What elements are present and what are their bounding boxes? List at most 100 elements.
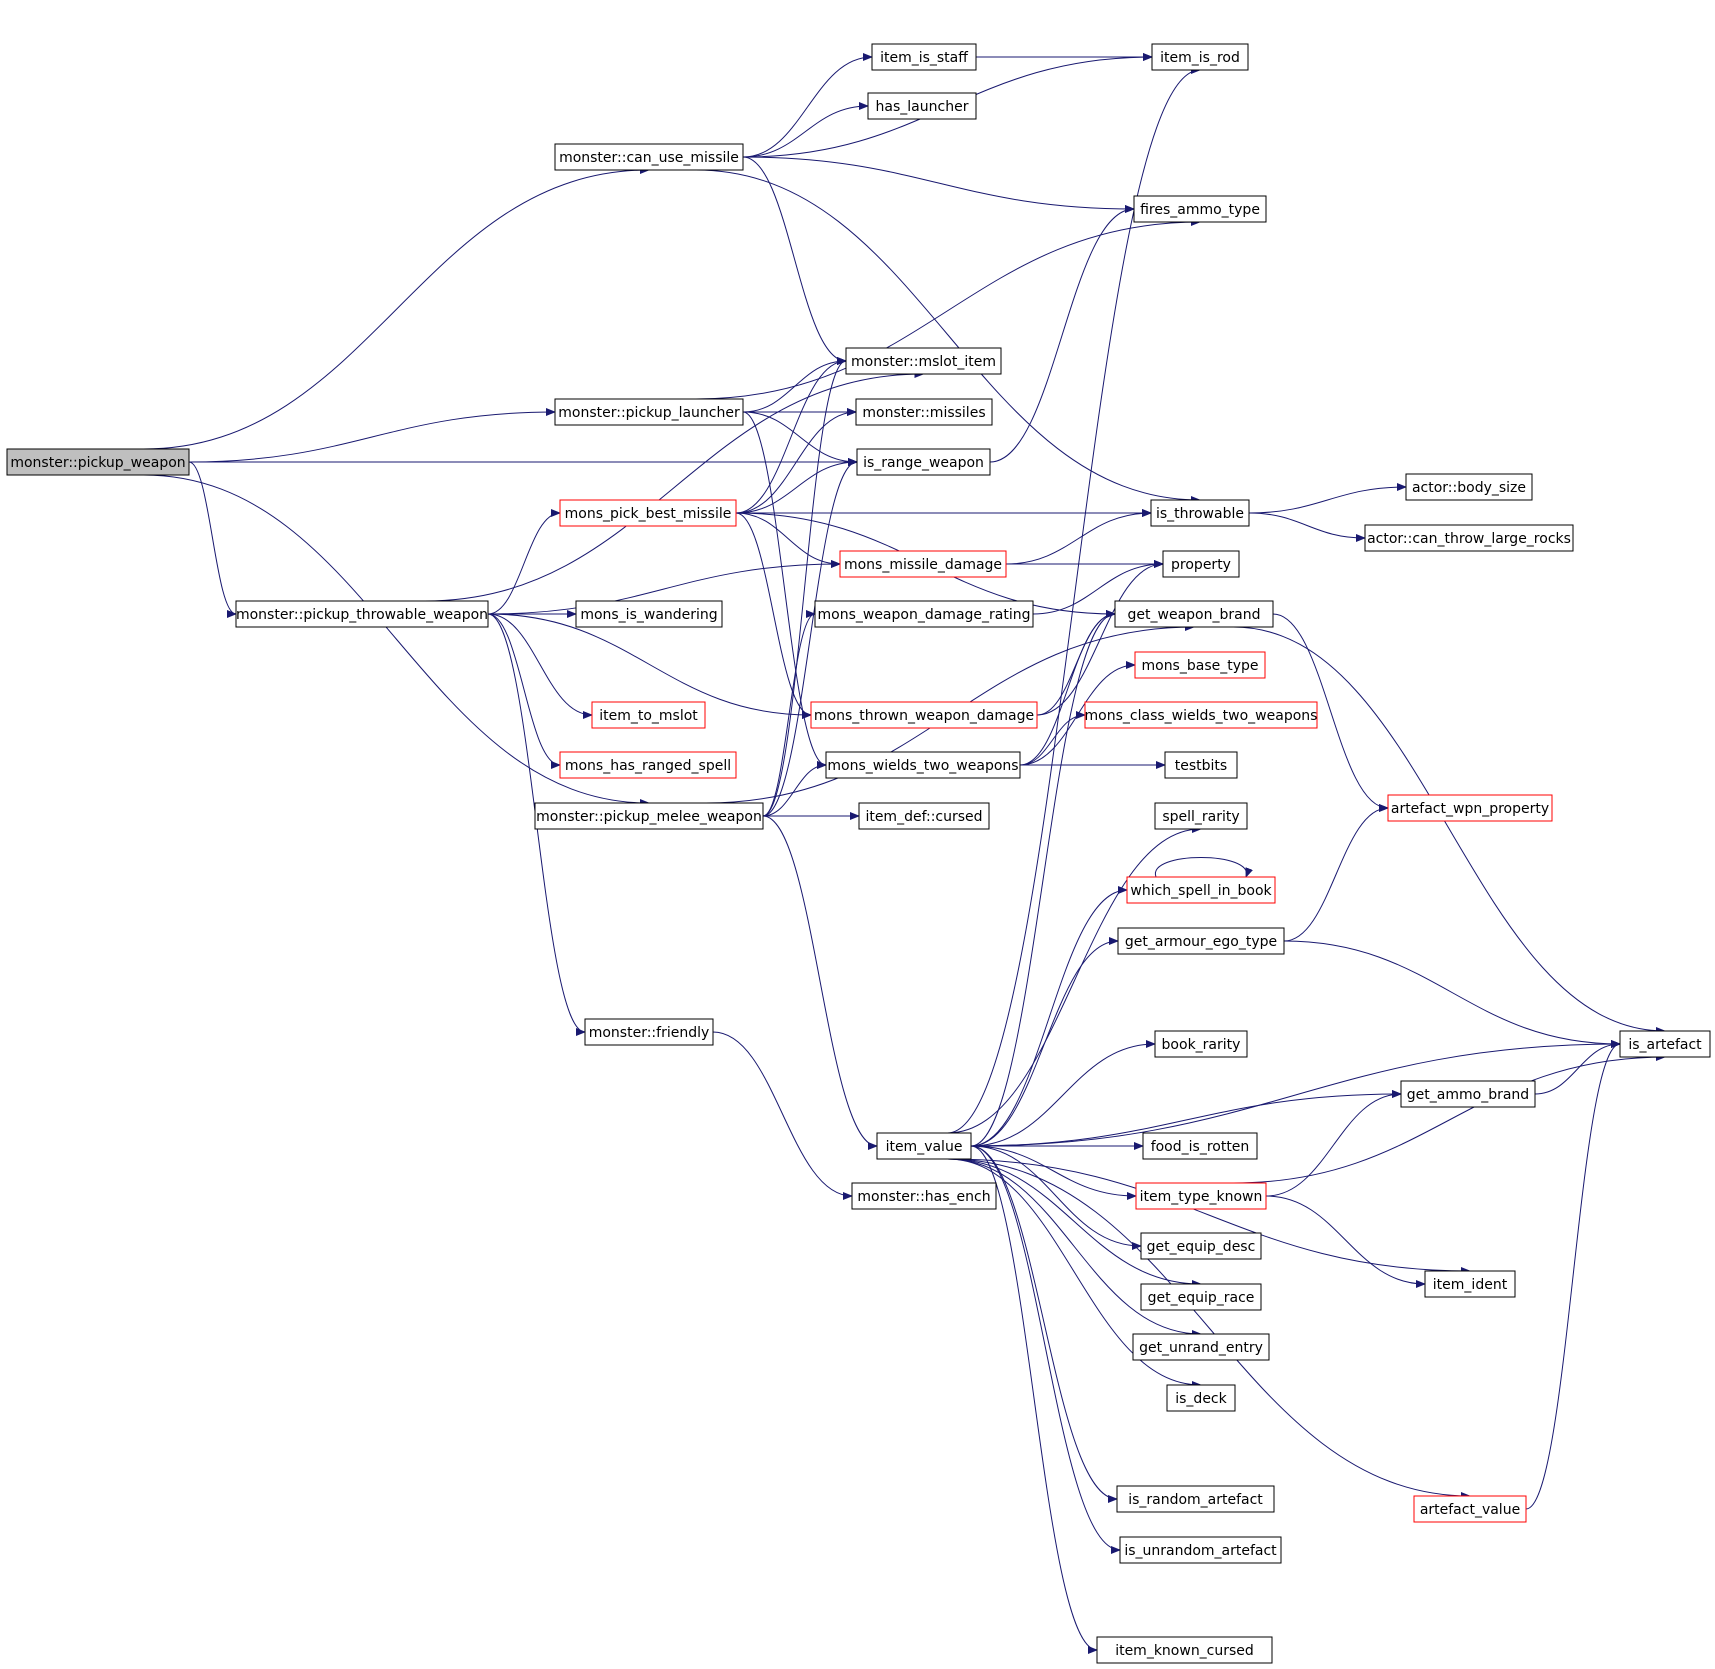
node-get-equip-desc[interactable]: get_equip_desc: [1140, 1232, 1262, 1260]
edge-item-value-to-spell-rarity: [947, 825, 1202, 1134]
node-is-unrandom-artefact[interactable]: is_unrandom_artefact: [1119, 1536, 1282, 1564]
node-pickup-weapon[interactable]: monster::pickup_weapon: [6, 448, 190, 476]
node-box: [6, 448, 190, 476]
edge-item-value-to-get-weapon-brand: [970, 610, 1116, 1147]
node-box: [1084, 701, 1318, 729]
node-box: [1154, 802, 1248, 830]
node-box: [1424, 1270, 1516, 1298]
node-label: monster::friendly: [589, 1025, 710, 1041]
node-body-size[interactable]: actor::body_size: [1405, 473, 1533, 501]
node-mons-has-ranged-spell[interactable]: mons_has_ranged_spell: [559, 751, 737, 779]
node-pickup-launcher[interactable]: monster::pickup_launcher: [554, 398, 744, 426]
node-box: [1142, 1132, 1258, 1160]
node-mons-thrown-weapon-damage[interactable]: mons_thrown_weapon_damage: [810, 701, 1038, 729]
edge-pickup-launcher-to-mons-wields-two-weapons: [742, 411, 827, 769]
node-is-range-weapon[interactable]: is_range_weapon: [856, 448, 991, 476]
node-label: item_def::cursed: [865, 809, 982, 825]
edge-is-throwable-to-body-size: [1248, 483, 1407, 514]
node-box: [1140, 1283, 1262, 1311]
edge-can-use-missile-to-fires-ammo-type: [742, 156, 1135, 213]
node-label: monster::mslot_item: [851, 354, 996, 370]
node-label: item_ident: [1433, 1277, 1508, 1293]
node-layer: monster::pickup_weapon monster::can_use_m…: [6, 43, 1711, 1664]
node-mslot-item[interactable]: monster::mslot_item: [845, 347, 1002, 375]
node-missiles[interactable]: monster::missiles: [855, 398, 993, 426]
node-box: [1134, 651, 1266, 679]
edge-mons-thrown-weapon-damage-to-property: [1036, 560, 1164, 716]
node-get-equip-race[interactable]: get_equip_race: [1140, 1283, 1262, 1311]
node-box: [554, 398, 744, 426]
node-artefact-value[interactable]: artefact_value: [1413, 1495, 1527, 1523]
node-artefact-wpn-property[interactable]: artefact_wpn_property: [1387, 794, 1553, 822]
node-item-is-rod[interactable]: item_is_rod: [1151, 43, 1249, 71]
node-item-known-cursed[interactable]: item_known_cursed: [1096, 1636, 1273, 1664]
node-item-is-staff[interactable]: item_is_staff: [871, 43, 977, 71]
edge-get-armour-ego-type-to-is-artefact: [1283, 940, 1621, 1048]
edge-pickup-throwable-weapon-to-mons-has-ranged-spell: [487, 613, 561, 769]
node-testbits[interactable]: testbits: [1164, 751, 1238, 779]
node-box: [825, 751, 1021, 779]
node-is-throwable[interactable]: is_throwable: [1150, 499, 1250, 527]
node-box: [534, 802, 764, 830]
node-mons-pick-best-missile[interactable]: mons_pick_best_missile: [559, 499, 737, 527]
edge-pickup-launcher-to-is-range-weapon: [742, 411, 858, 466]
node-label: mons_missile_damage: [844, 557, 1002, 573]
node-label: food_is_rotten: [1151, 1139, 1250, 1155]
node-label: monster::pickup_launcher: [558, 405, 740, 421]
node-get-armour-ego-type[interactable]: get_armour_ego_type: [1117, 927, 1285, 955]
node-box: [851, 1182, 997, 1210]
node-friendly[interactable]: monster::friendly: [584, 1018, 714, 1046]
node-has-ench[interactable]: monster::has_ench: [851, 1182, 997, 1210]
node-can-use-missile[interactable]: monster::can_use_missile: [554, 143, 744, 171]
node-get-unrand-entry[interactable]: get_unrand_entry: [1132, 1333, 1270, 1361]
edge-item-value-to-get-equip-race: [947, 1158, 1202, 1288]
node-item-ident[interactable]: item_ident: [1424, 1270, 1516, 1298]
node-is-random-artefact[interactable]: is_random_artefact: [1116, 1485, 1275, 1513]
node-item-def-cursed[interactable]: item_def::cursed: [858, 802, 990, 830]
node-spell-rarity[interactable]: spell_rarity: [1154, 802, 1248, 830]
node-label: monster::pickup_weapon: [10, 455, 185, 471]
node-item-value[interactable]: item_value: [876, 1132, 972, 1160]
node-book-rarity[interactable]: book_rarity: [1154, 1030, 1248, 1058]
edge-pickup-melee-weapon-to-mons-weapon-damage-rating: [762, 610, 816, 817]
node-mons-class-wields-two-weapons[interactable]: mons_class_wields_two_weapons: [1084, 701, 1318, 729]
edge-item-type-known-to-get-ammo-brand: [1265, 1090, 1402, 1197]
node-is-artefact[interactable]: is_artefact: [1619, 1030, 1711, 1058]
edge-which-spell-in-book-to-which-spell-in-book: [1155, 857, 1253, 878]
node-label: get_armour_ego_type: [1125, 934, 1277, 950]
node-fires-ammo-type[interactable]: fires_ammo_type: [1133, 195, 1267, 223]
edge-mons-pick-best-missile-to-missiles: [735, 408, 857, 514]
node-food-is-rotten[interactable]: food_is_rotten: [1142, 1132, 1258, 1160]
node-mons-wields-two-weapons[interactable]: mons_wields_two_weapons: [825, 751, 1021, 779]
node-has-launcher[interactable]: has_launcher: [867, 92, 977, 120]
node-mons-is-wandering[interactable]: mons_is_wandering: [575, 600, 723, 628]
node-label: mons_pick_best_missile: [565, 506, 732, 522]
node-mons-weapon-damage-rating[interactable]: mons_weapon_damage_rating: [814, 600, 1034, 628]
node-property[interactable]: property: [1162, 550, 1240, 578]
edge-pickup-weapon-to-pickup-launcher: [188, 408, 556, 463]
edge-get-armour-ego-type-to-artefact-wpn-property: [1283, 804, 1389, 942]
node-box: [235, 600, 489, 628]
node-can-throw-large-rocks[interactable]: actor::can_throw_large_rocks: [1364, 524, 1574, 552]
edge-pickup-launcher-to-fires-ammo-type: [695, 218, 1201, 400]
node-label: get_unrand_entry: [1139, 1340, 1263, 1356]
node-item-type-known[interactable]: item_type_known: [1135, 1182, 1267, 1210]
edge-item-value-to-get-unrand-entry: [947, 1158, 1202, 1338]
node-box: [1132, 1333, 1270, 1361]
node-pickup-throwable-weapon[interactable]: monster::pickup_throwable_weapon: [235, 600, 489, 628]
node-get-weapon-brand[interactable]: get_weapon_brand: [1114, 600, 1274, 628]
node-box: [855, 398, 993, 426]
node-pickup-melee-weapon[interactable]: monster::pickup_melee_weapon: [534, 802, 764, 830]
node-mons-missile-damage[interactable]: mons_missile_damage: [839, 550, 1007, 578]
node-box: [876, 1132, 972, 1160]
node-item-to-mslot[interactable]: item_to_mslot: [591, 701, 706, 729]
node-is-deck[interactable]: is_deck: [1166, 1384, 1236, 1412]
node-box: [1151, 43, 1249, 71]
node-label: item_value: [886, 1139, 963, 1155]
node-which-spell-in-book[interactable]: which_spell_in_book: [1126, 876, 1276, 904]
node-label: monster::missiles: [862, 405, 985, 421]
node-label: mons_base_type: [1141, 658, 1258, 674]
node-get-ammo-brand[interactable]: get_ammo_brand: [1400, 1080, 1536, 1108]
node-mons-base-type[interactable]: mons_base_type: [1134, 651, 1266, 679]
node-label: item_is_staff: [880, 50, 968, 66]
